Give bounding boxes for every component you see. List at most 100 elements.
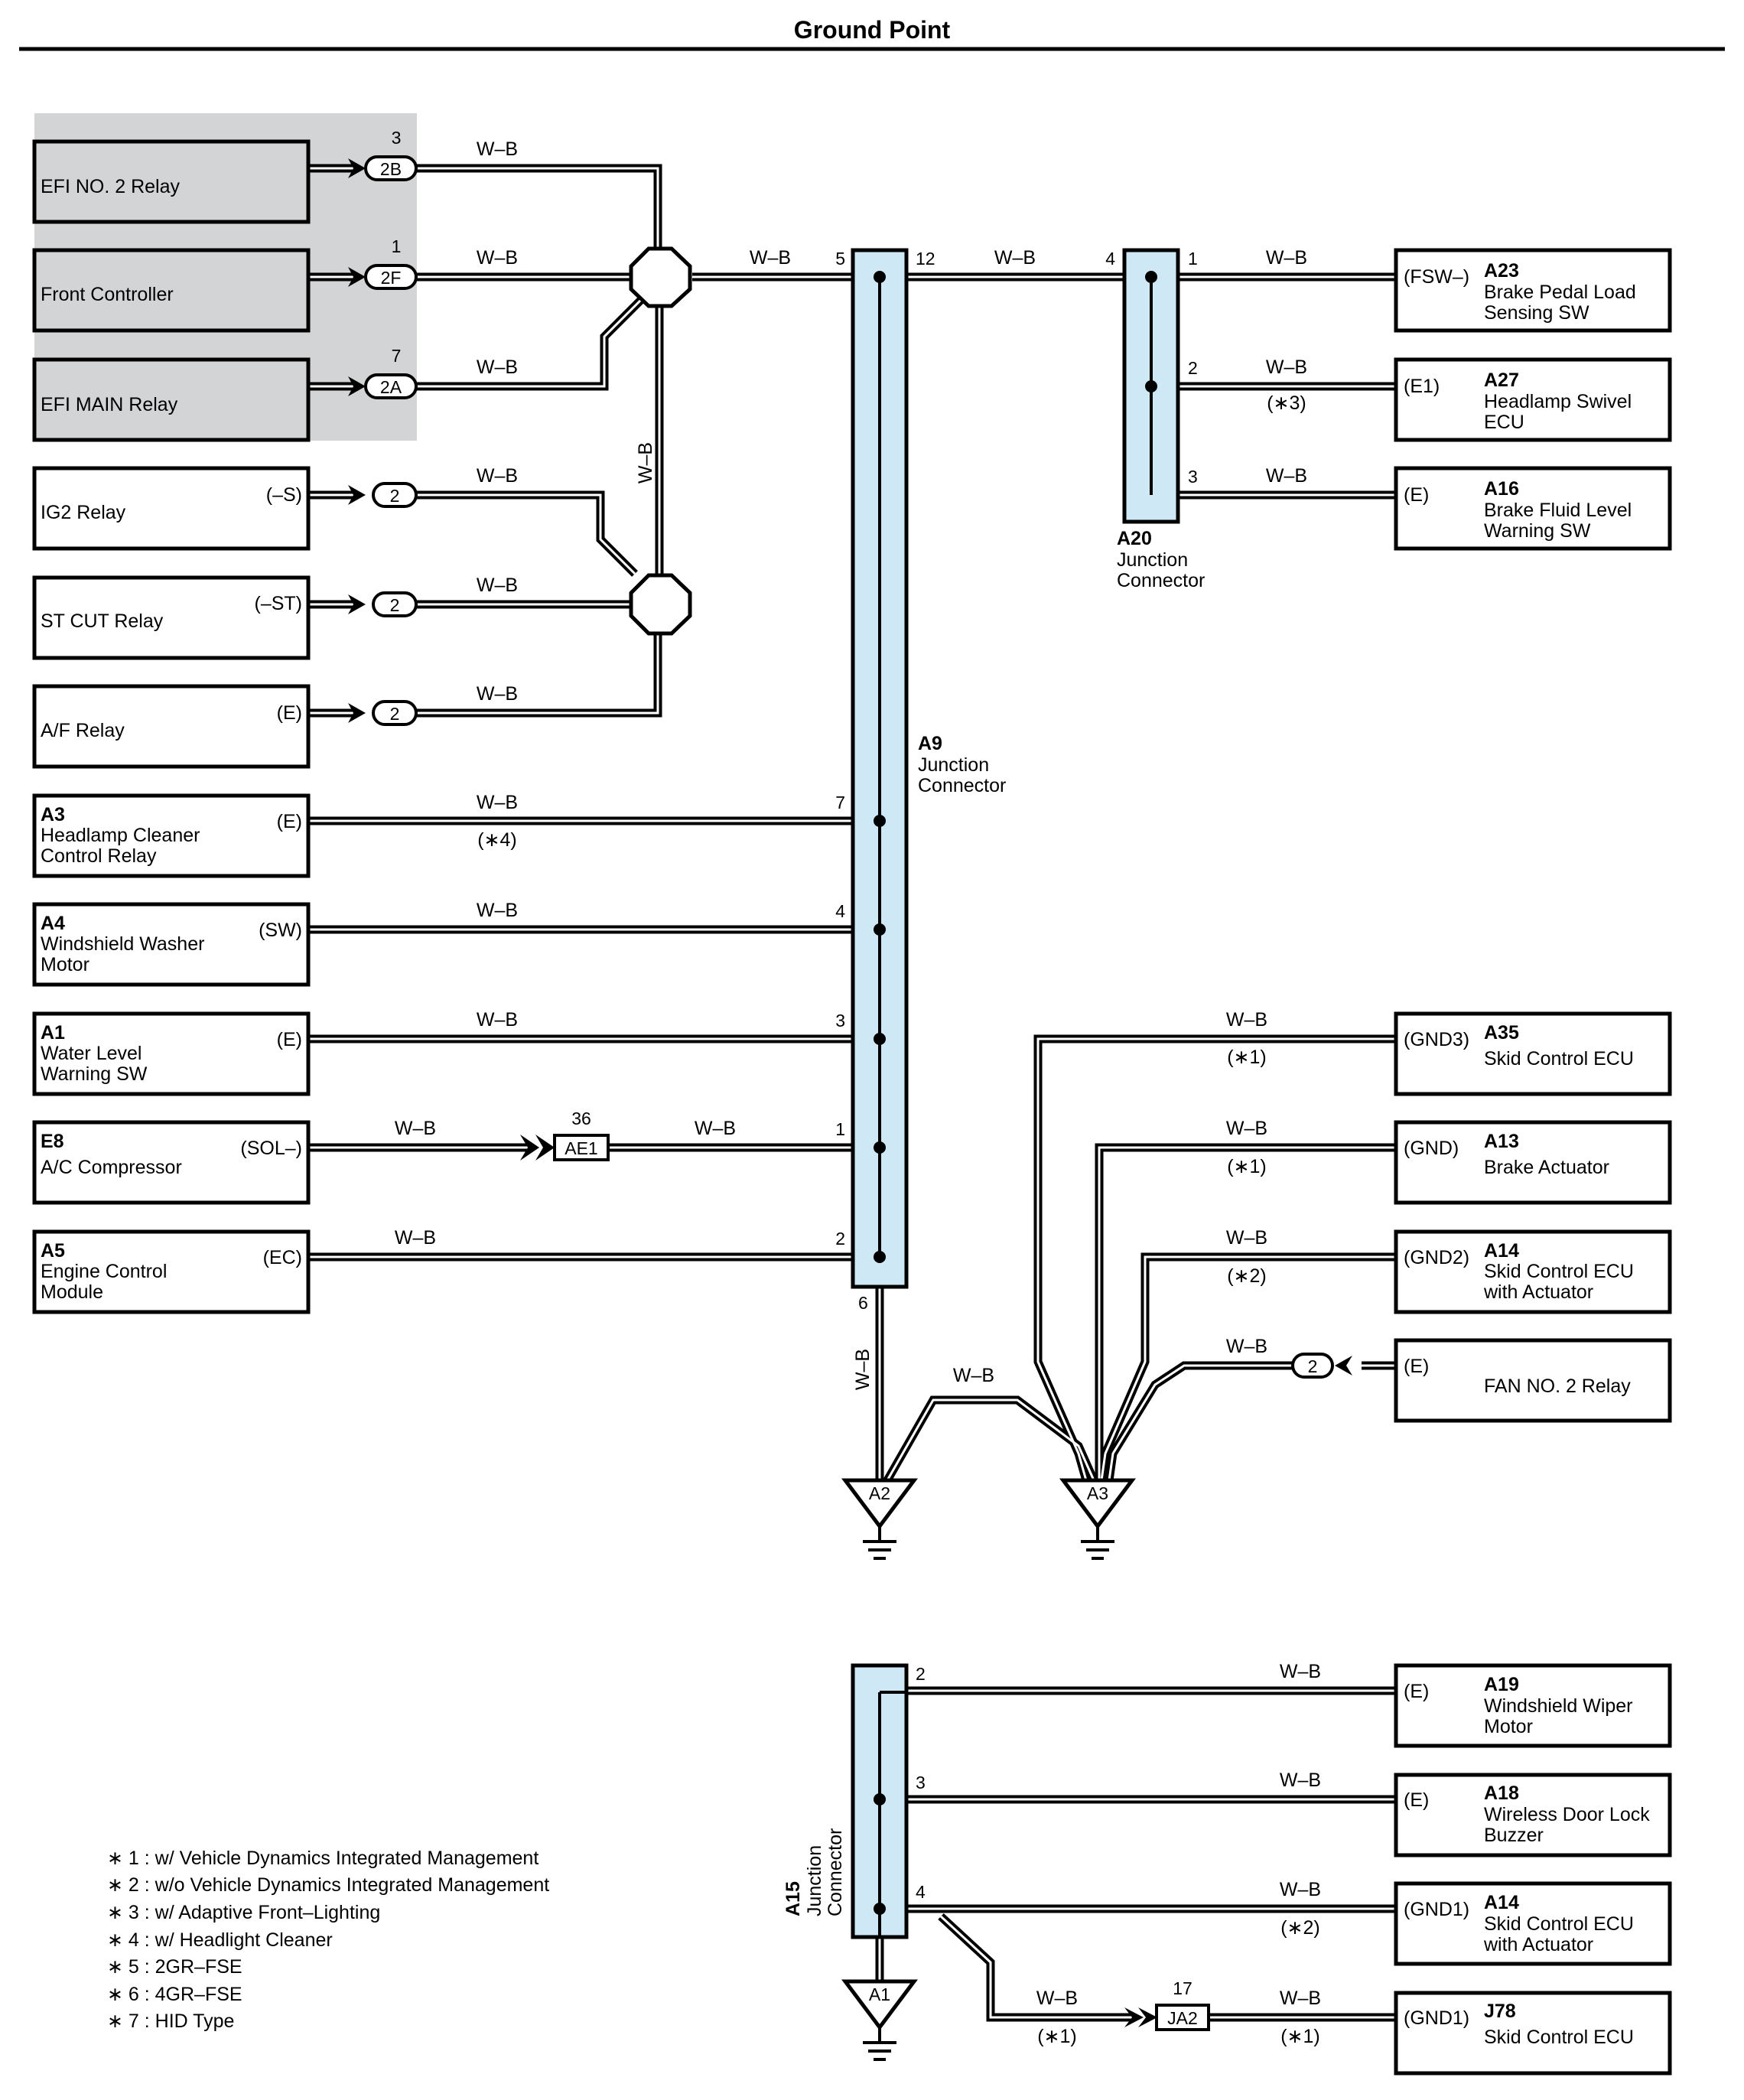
a9-name-2: Connector: [918, 775, 1006, 796]
st-cut-relay-label: ST CUT Relay: [41, 610, 164, 632]
note-a35: (∗1): [1227, 1047, 1267, 1068]
a23-terminal: (FSW–): [1404, 266, 1469, 288]
a5-box: [32, 1229, 311, 1314]
note-ja2: (∗1): [1037, 2026, 1077, 2047]
a3-code: A3: [41, 804, 65, 825]
connector-2f-label: 2F: [381, 268, 402, 288]
note-a3: (∗4): [477, 829, 517, 851]
connector-2f-pin: 1: [392, 236, 402, 256]
a16-box: [1394, 466, 1672, 551]
wire-label: W–B: [1280, 1879, 1321, 1900]
ground-a3-label: A3: [1087, 1483, 1108, 1503]
front-controller-box: [32, 248, 311, 333]
e8-terminal: (SOL–): [240, 1138, 302, 1159]
a23-box: [1394, 248, 1672, 333]
wire-label-vertical: W–B: [852, 1349, 874, 1390]
a1-code: A1: [41, 1022, 65, 1043]
af-relay-box: [32, 684, 311, 769]
wire-label: W–B: [1226, 1009, 1267, 1030]
j78-terminal: (GND1): [1404, 2007, 1469, 2029]
a5-name-2: Module: [41, 1281, 103, 1303]
ground-a2-symbol: [841, 1478, 918, 1530]
a5-terminal: (EC): [263, 1247, 302, 1268]
a18-name-2: Buzzer: [1484, 1825, 1544, 1846]
connector-ae1-label: AE1: [565, 1138, 597, 1158]
a20-pin-left: 4: [1105, 249, 1115, 269]
efi-no2-relay-box: [32, 139, 311, 224]
footnote-5: ∗ 5 : 2GR–FSE: [107, 1956, 242, 1978]
a14-terminal: (GND2): [1404, 1247, 1469, 1268]
a15-pin-4: 4: [916, 1882, 926, 1902]
fan-no2-relay-label: FAN NO. 2 Relay: [1484, 1376, 1631, 1397]
a16-terminal: (E): [1404, 484, 1429, 506]
note-a13: (∗1): [1227, 1156, 1267, 1177]
a18-name-1: Wireless Door Lock: [1484, 1804, 1650, 1825]
connector-2b: [364, 155, 418, 181]
a27-code: A27: [1484, 370, 1519, 391]
a27-terminal: (E1): [1404, 376, 1440, 397]
a20-pin-2: 2: [1188, 358, 1198, 378]
footnote-4: ∗ 4 : w/ Headlight Cleaner: [107, 1929, 333, 1951]
a27-name-2: ECU: [1484, 412, 1524, 433]
a4-box: [32, 902, 311, 987]
a1-name-1: Water Level: [41, 1043, 142, 1064]
connector-ja2: [1155, 2004, 1210, 2031]
st-cut-relay-box: [32, 575, 311, 660]
wire-label: W–B: [1226, 1336, 1267, 1357]
ig2-relay-box: [32, 466, 311, 551]
note-j78: (∗1): [1280, 2026, 1320, 2047]
arrow-icon: [348, 267, 366, 287]
a18-terminal: (E): [1404, 1789, 1429, 1811]
a3-name-1: Headlamp Cleaner: [41, 825, 200, 846]
connector-2f: [364, 264, 418, 290]
a18-box: [1394, 1773, 1672, 1857]
a15-code: A15: [783, 1881, 804, 1916]
a5-code: A5: [41, 1240, 65, 1262]
wire-label: W–B: [695, 1118, 736, 1139]
note-a14-gnd1: (∗2): [1280, 1917, 1320, 1939]
wire-label: W–B: [477, 138, 518, 160]
connector-ja2-label: JA2: [1167, 2008, 1198, 2028]
ground-a2-label: A2: [869, 1483, 890, 1503]
connector-fan-no2: [1291, 1353, 1334, 1379]
footnote-1: ∗ 1 : w/ Vehicle Dynamics Integrated Man…: [107, 1848, 538, 1869]
a14-gnd1-terminal: (GND1): [1404, 1899, 1469, 1920]
footnote-3: ∗ 3 : w/ Adaptive Front–Lighting: [107, 1902, 380, 1923]
a9-pin-3: 3: [835, 1011, 845, 1030]
a19-name-1: Windshield Wiper: [1484, 1695, 1633, 1717]
a13-name-1: Brake Actuator: [1484, 1157, 1609, 1178]
a27-name-1: Headlamp Swivel: [1484, 391, 1632, 412]
a5-name-1: Engine Control: [41, 1261, 167, 1282]
connector-2a-label: 2A: [380, 377, 402, 397]
a4-name-2: Motor: [41, 954, 89, 975]
a16-name-2: Warning SW: [1484, 520, 1591, 542]
wire-label: W–B: [1226, 1227, 1267, 1249]
a20-pin-3: 3: [1188, 467, 1198, 487]
a9-pin-4: 4: [835, 901, 845, 921]
wire-label-vertical: W–B: [635, 442, 656, 483]
wire-label: W–B: [395, 1118, 436, 1139]
a19-terminal: (E): [1404, 1681, 1429, 1702]
connector-ae1: [553, 1134, 610, 1161]
a20-code: A20: [1117, 528, 1152, 549]
a13-code: A13: [1484, 1131, 1519, 1152]
wire-label: W–B: [994, 247, 1036, 269]
a14-code: A14: [1484, 1240, 1519, 1262]
a15-pin-2: 2: [916, 1664, 926, 1684]
a4-code: A4: [41, 913, 65, 934]
a35-code: A35: [1484, 1022, 1519, 1043]
connector-2a-pin: 7: [392, 346, 402, 366]
note-a27: (∗3): [1267, 392, 1306, 414]
a9-name-1: Junction: [918, 754, 989, 776]
ground-a3-symbol: [1059, 1478, 1136, 1530]
st-cut-relay-terminal: (–ST): [255, 593, 303, 614]
arrow-icon: [348, 376, 366, 396]
a3-name-2: Control Relay: [41, 845, 157, 867]
wire-label: W–B: [1226, 1118, 1267, 1139]
a3-terminal: (E): [277, 811, 302, 832]
wire-label: W–B: [1280, 1770, 1321, 1791]
wire-label: W–B: [1266, 247, 1307, 269]
af-relay-label: A/F Relay: [41, 720, 125, 741]
a9-pin-bottom: 6: [858, 1293, 868, 1313]
